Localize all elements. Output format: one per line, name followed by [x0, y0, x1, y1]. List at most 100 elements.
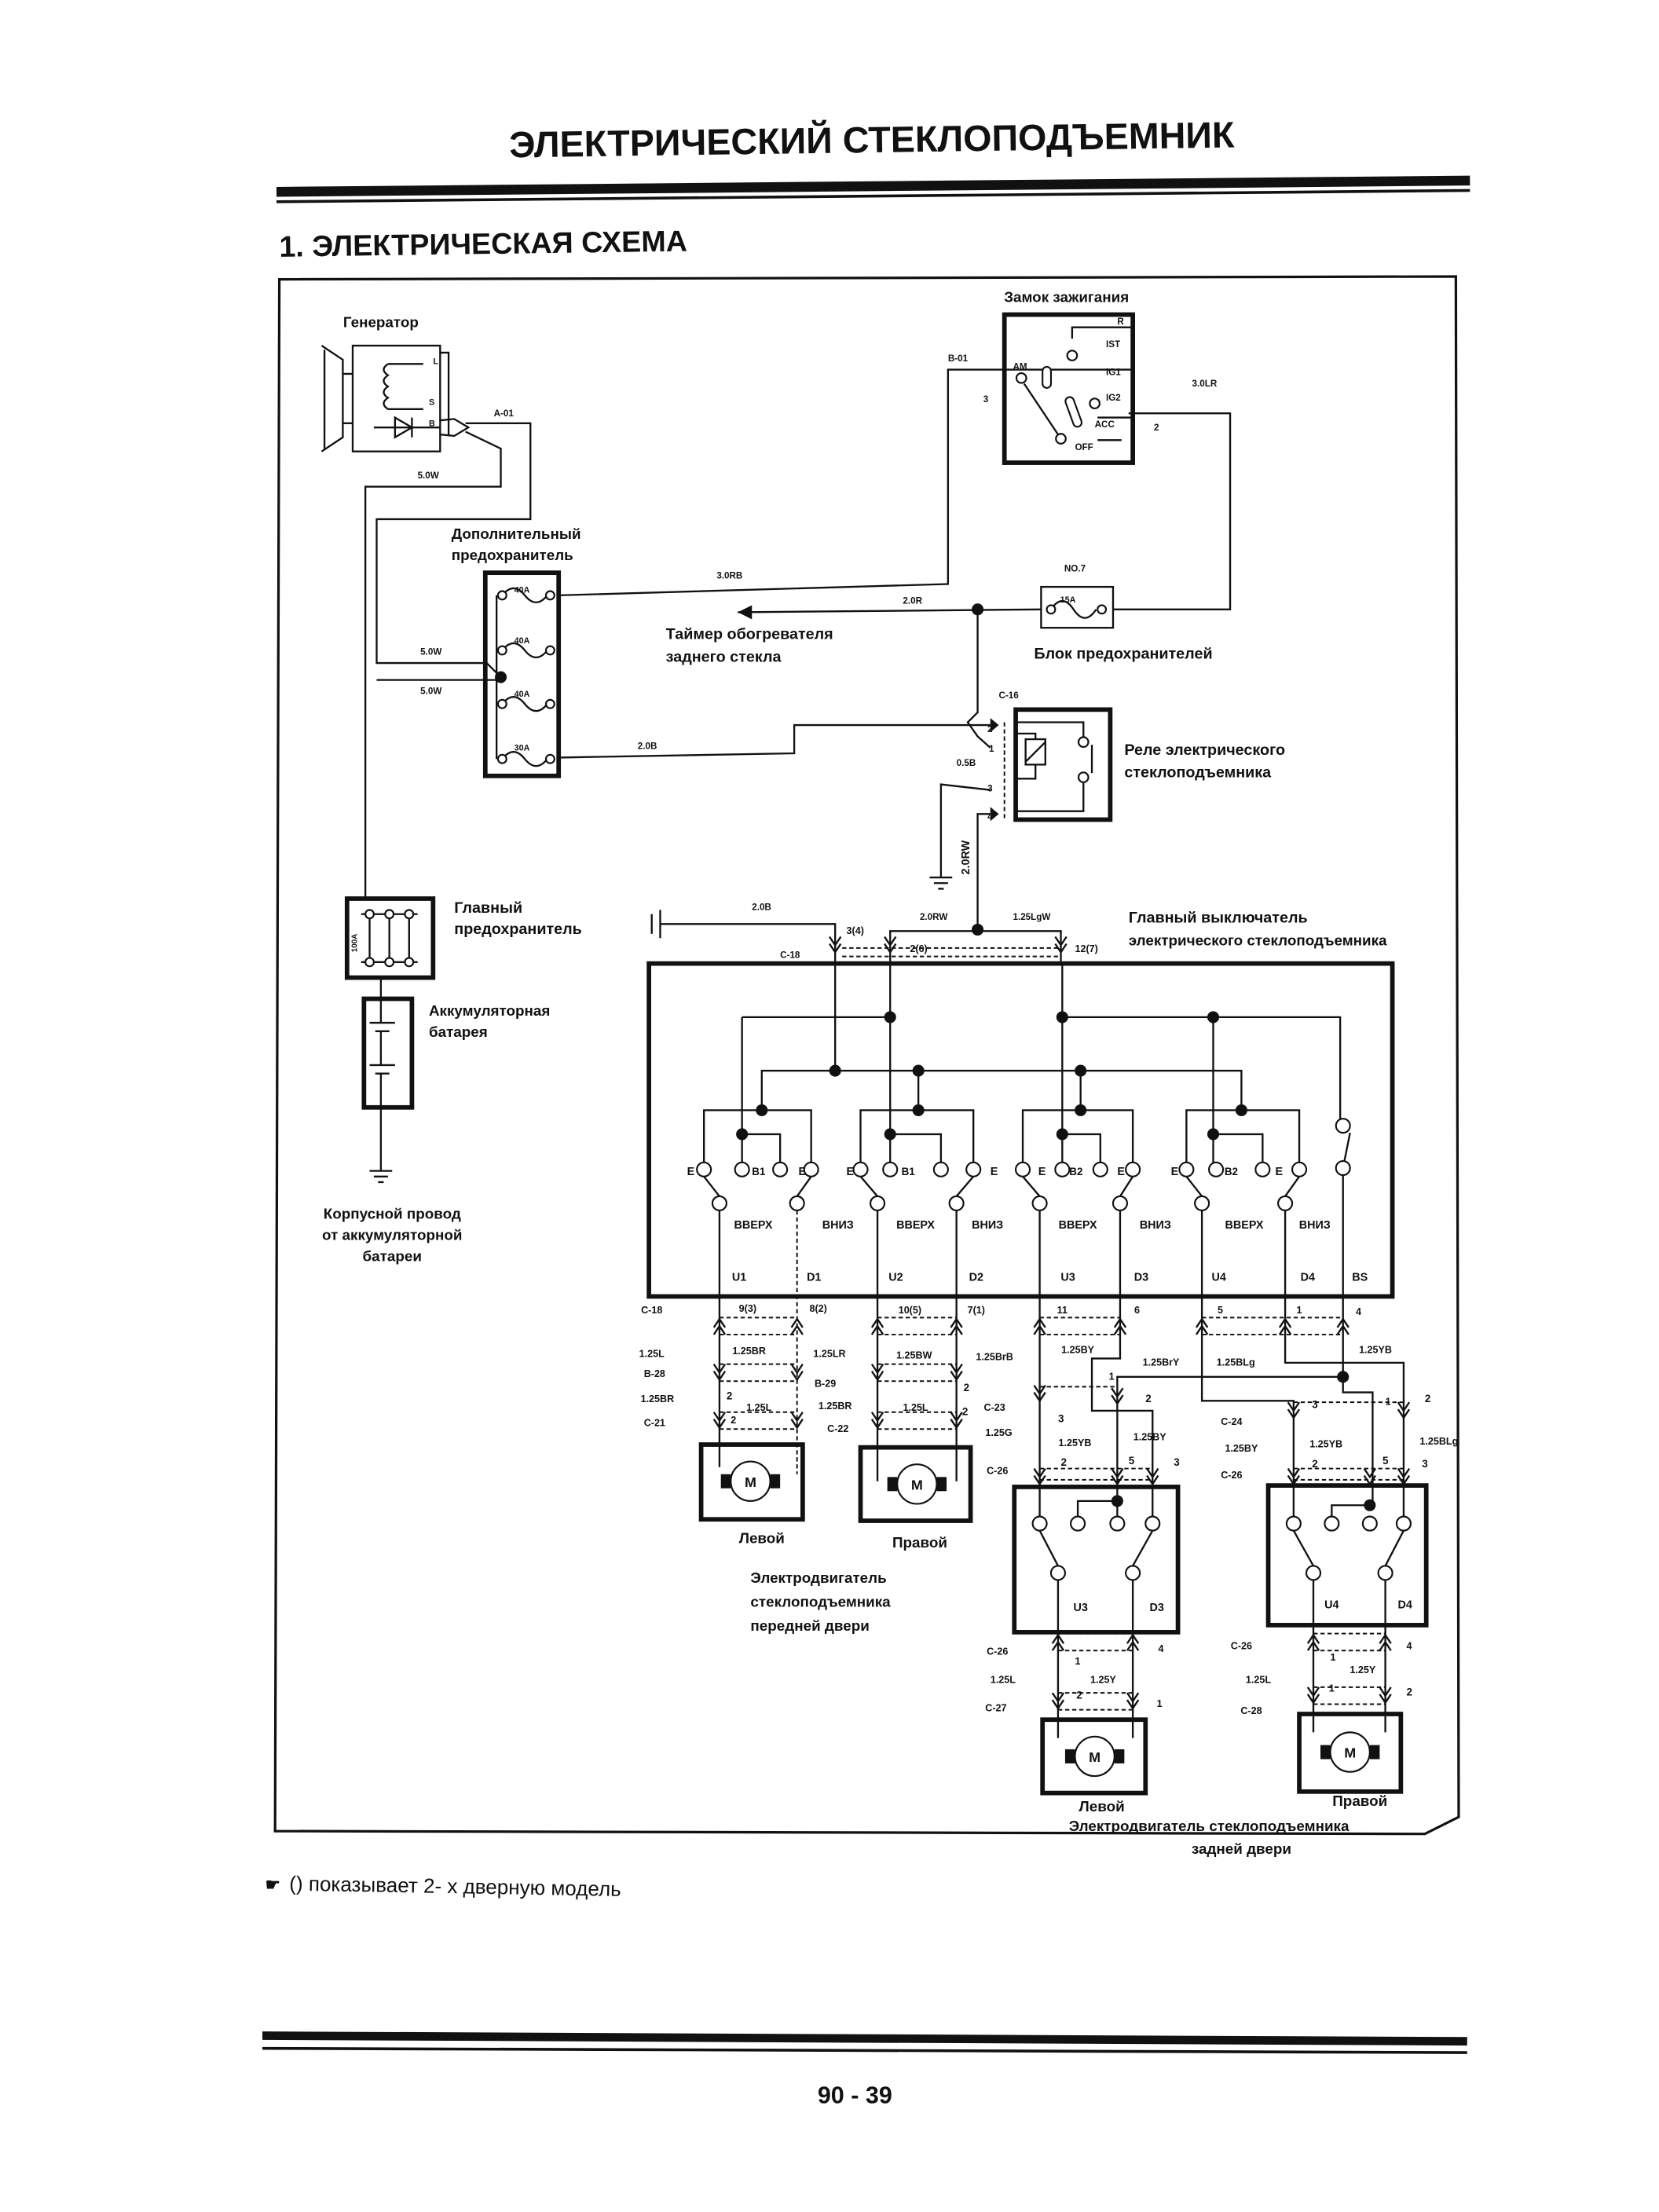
connector-chevron-up-icon	[1033, 1467, 1046, 1486]
ground-icon	[369, 1170, 393, 1184]
contact-terminal	[1395, 1515, 1412, 1532]
wire-label: 5.0W	[420, 646, 441, 657]
wire-label: AM	[1013, 362, 1027, 372]
wire-label: U2	[888, 1272, 903, 1284]
contact-terminal	[882, 1161, 899, 1177]
contact-terminal	[1125, 1565, 1141, 1581]
wire-label: 6	[1134, 1305, 1140, 1316]
wire-label: E	[991, 1166, 998, 1178]
wire	[859, 1176, 878, 1197]
wire-label: B1	[902, 1166, 916, 1177]
contact-terminal	[932, 1161, 949, 1177]
wire-label: 1.25L	[991, 1675, 1016, 1686]
generator	[320, 344, 471, 452]
wire-label: E	[847, 1166, 855, 1178]
wire-label: ВНИЗ	[972, 1219, 1003, 1232]
contact-terminal	[965, 1161, 982, 1177]
wire-label: 2(6)	[910, 943, 927, 954]
junction-dot	[972, 603, 984, 616]
wire-label: 40A	[515, 690, 530, 699]
wire-label: C-26	[987, 1466, 1008, 1477]
wire-label: U4	[1211, 1272, 1225, 1284]
connector-chevron-up-icon	[1397, 1401, 1411, 1420]
wire-label: B-28	[644, 1368, 665, 1379]
wire-label: 12(7)	[1075, 943, 1097, 954]
connector-chevron-up-icon	[950, 1412, 963, 1430]
wire-label: U1	[732, 1272, 746, 1284]
wire-label: 2	[1425, 1393, 1430, 1404]
fuse-no7	[1040, 585, 1115, 629]
contact-terminal	[1277, 1195, 1294, 1211]
contact-terminal	[1092, 1161, 1108, 1177]
connector-chevron-up-icon	[1306, 1686, 1320, 1705]
wire-label: C-18	[780, 950, 800, 960]
wire	[1284, 1210, 1405, 1517]
ground-label-1: Корпусной провод	[324, 1206, 461, 1222]
wire-label: B	[429, 419, 435, 428]
battery	[361, 977, 415, 1171]
contact-terminal	[1070, 1515, 1086, 1532]
wire-label: 5	[1218, 1305, 1223, 1316]
wire	[1062, 1133, 1101, 1163]
wire-label: 2	[987, 724, 993, 734]
front-right-motor: M	[858, 1445, 973, 1523]
connector-chevron-up-icon	[1146, 1467, 1159, 1486]
wire	[955, 1176, 975, 1197]
wire-label: 5	[1129, 1455, 1135, 1467]
wire-label: D3	[1134, 1272, 1148, 1284]
wire	[796, 1176, 812, 1197]
contact-terminal	[1291, 1161, 1308, 1177]
wire-label: D4	[1398, 1599, 1412, 1611]
wire-label: OFF	[1075, 442, 1093, 452]
wire-label: B2	[1225, 1166, 1238, 1177]
wire-label: 40A	[515, 636, 530, 646]
wire	[1112, 412, 1232, 611]
wire-label: 1.25L	[746, 1402, 771, 1413]
defogger-timer-label-2: заднего стекла	[666, 648, 782, 665]
wire	[703, 1176, 720, 1197]
ignition-switch-label: Замок зажигания	[1004, 288, 1129, 305]
wire-label: 3	[987, 784, 993, 794]
fuse-icon	[501, 587, 548, 604]
wire-label: IG1	[1106, 368, 1121, 378]
wire-label: 1.25BW	[896, 1350, 932, 1361]
wire	[1213, 1133, 1264, 1163]
wire-label: E	[798, 1166, 806, 1178]
rear-motor-caption-1: Электродвигатель стеклоподъемника	[1069, 1818, 1350, 1834]
diagram-frame	[273, 275, 1460, 1836]
connector-a01	[440, 418, 471, 438]
wire-label: 1	[1075, 1656, 1080, 1667]
relay-label-2: стеклоподъемника	[1124, 764, 1272, 782]
wire-label: E	[687, 1166, 695, 1178]
wire-label: C-26	[1231, 1640, 1252, 1651]
wire-label: 2	[1076, 1689, 1082, 1701]
wire-label: 1	[1297, 1305, 1302, 1316]
ground-label-3: батареи	[363, 1248, 422, 1265]
wire-label: 5	[1382, 1455, 1389, 1467]
wire-label: 2	[1407, 1686, 1412, 1698]
fuse-icon	[501, 696, 548, 712]
fuse-icon	[501, 642, 548, 659]
front-left-motor-label: Левой	[739, 1530, 785, 1547]
connector-chevron-up-icon	[1126, 1692, 1140, 1710]
wire-label: D2	[969, 1272, 983, 1284]
fuse-block-label: Блок предохранителей	[1034, 646, 1212, 663]
wire-label: C-26	[987, 1646, 1008, 1657]
wire-label: U4	[1324, 1599, 1339, 1611]
wire-label: ВВЕРХ	[1225, 1219, 1264, 1232]
junction-dot	[1075, 1104, 1087, 1116]
wire	[890, 1133, 943, 1163]
wire-label: 1.25BR	[641, 1393, 675, 1404]
contact-terminal	[1335, 1159, 1351, 1177]
rear-right-switch-box	[1265, 1483, 1429, 1628]
rear-left-motor-label: Левой	[1079, 1798, 1125, 1815]
junction-dot	[912, 1064, 925, 1077]
wire-label: S	[429, 397, 434, 407]
front-motor-caption-2: стеклоподъемника	[750, 1594, 891, 1610]
contact-terminal	[696, 1161, 712, 1177]
wire	[702, 1109, 812, 1163]
footnote: ☛ () показывает 2- х дверную модель	[266, 1872, 621, 1901]
main-fuse-label-1: Главный	[454, 899, 522, 917]
wire-label: D3	[1149, 1602, 1163, 1614]
wire-label: 2	[1312, 1458, 1317, 1470]
